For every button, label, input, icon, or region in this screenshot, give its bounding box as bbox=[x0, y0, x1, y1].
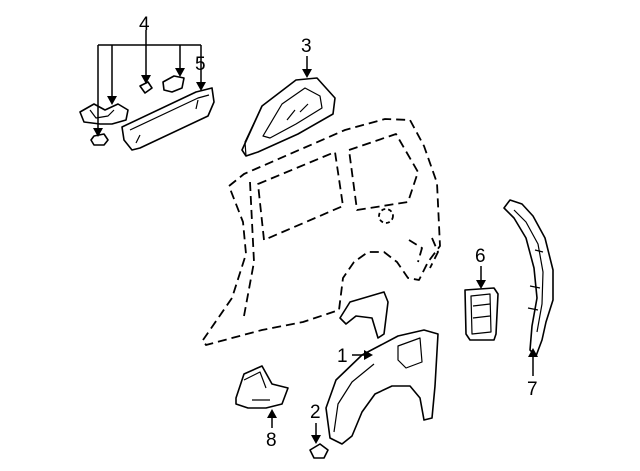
callout-3: 3 bbox=[301, 36, 312, 57]
callout-8: 8 bbox=[266, 430, 277, 451]
part-4-bracket-assembly bbox=[79, 75, 185, 146]
part-2-clip bbox=[309, 443, 329, 459]
part-3-panel bbox=[241, 77, 336, 157]
body-side-outline bbox=[202, 118, 441, 346]
callout-labels: 4 5 3 6 7 1 2 8 bbox=[139, 14, 538, 451]
callout-7: 7 bbox=[527, 379, 538, 400]
part-5-rail bbox=[121, 87, 215, 151]
callout-4: 4 bbox=[139, 14, 150, 35]
part-8-bracket bbox=[235, 365, 289, 409]
liner-upper-panel bbox=[339, 291, 389, 339]
part-7-reinforcement bbox=[503, 199, 554, 357]
leader-lines bbox=[93, 30, 538, 444]
callout-5: 5 bbox=[195, 54, 206, 75]
callout-2: 2 bbox=[310, 402, 321, 423]
callout-6: 6 bbox=[475, 246, 486, 267]
part-1-wheelhouse bbox=[325, 329, 439, 445]
part-6-insert bbox=[464, 287, 499, 341]
callout-1: 1 bbox=[337, 346, 348, 367]
